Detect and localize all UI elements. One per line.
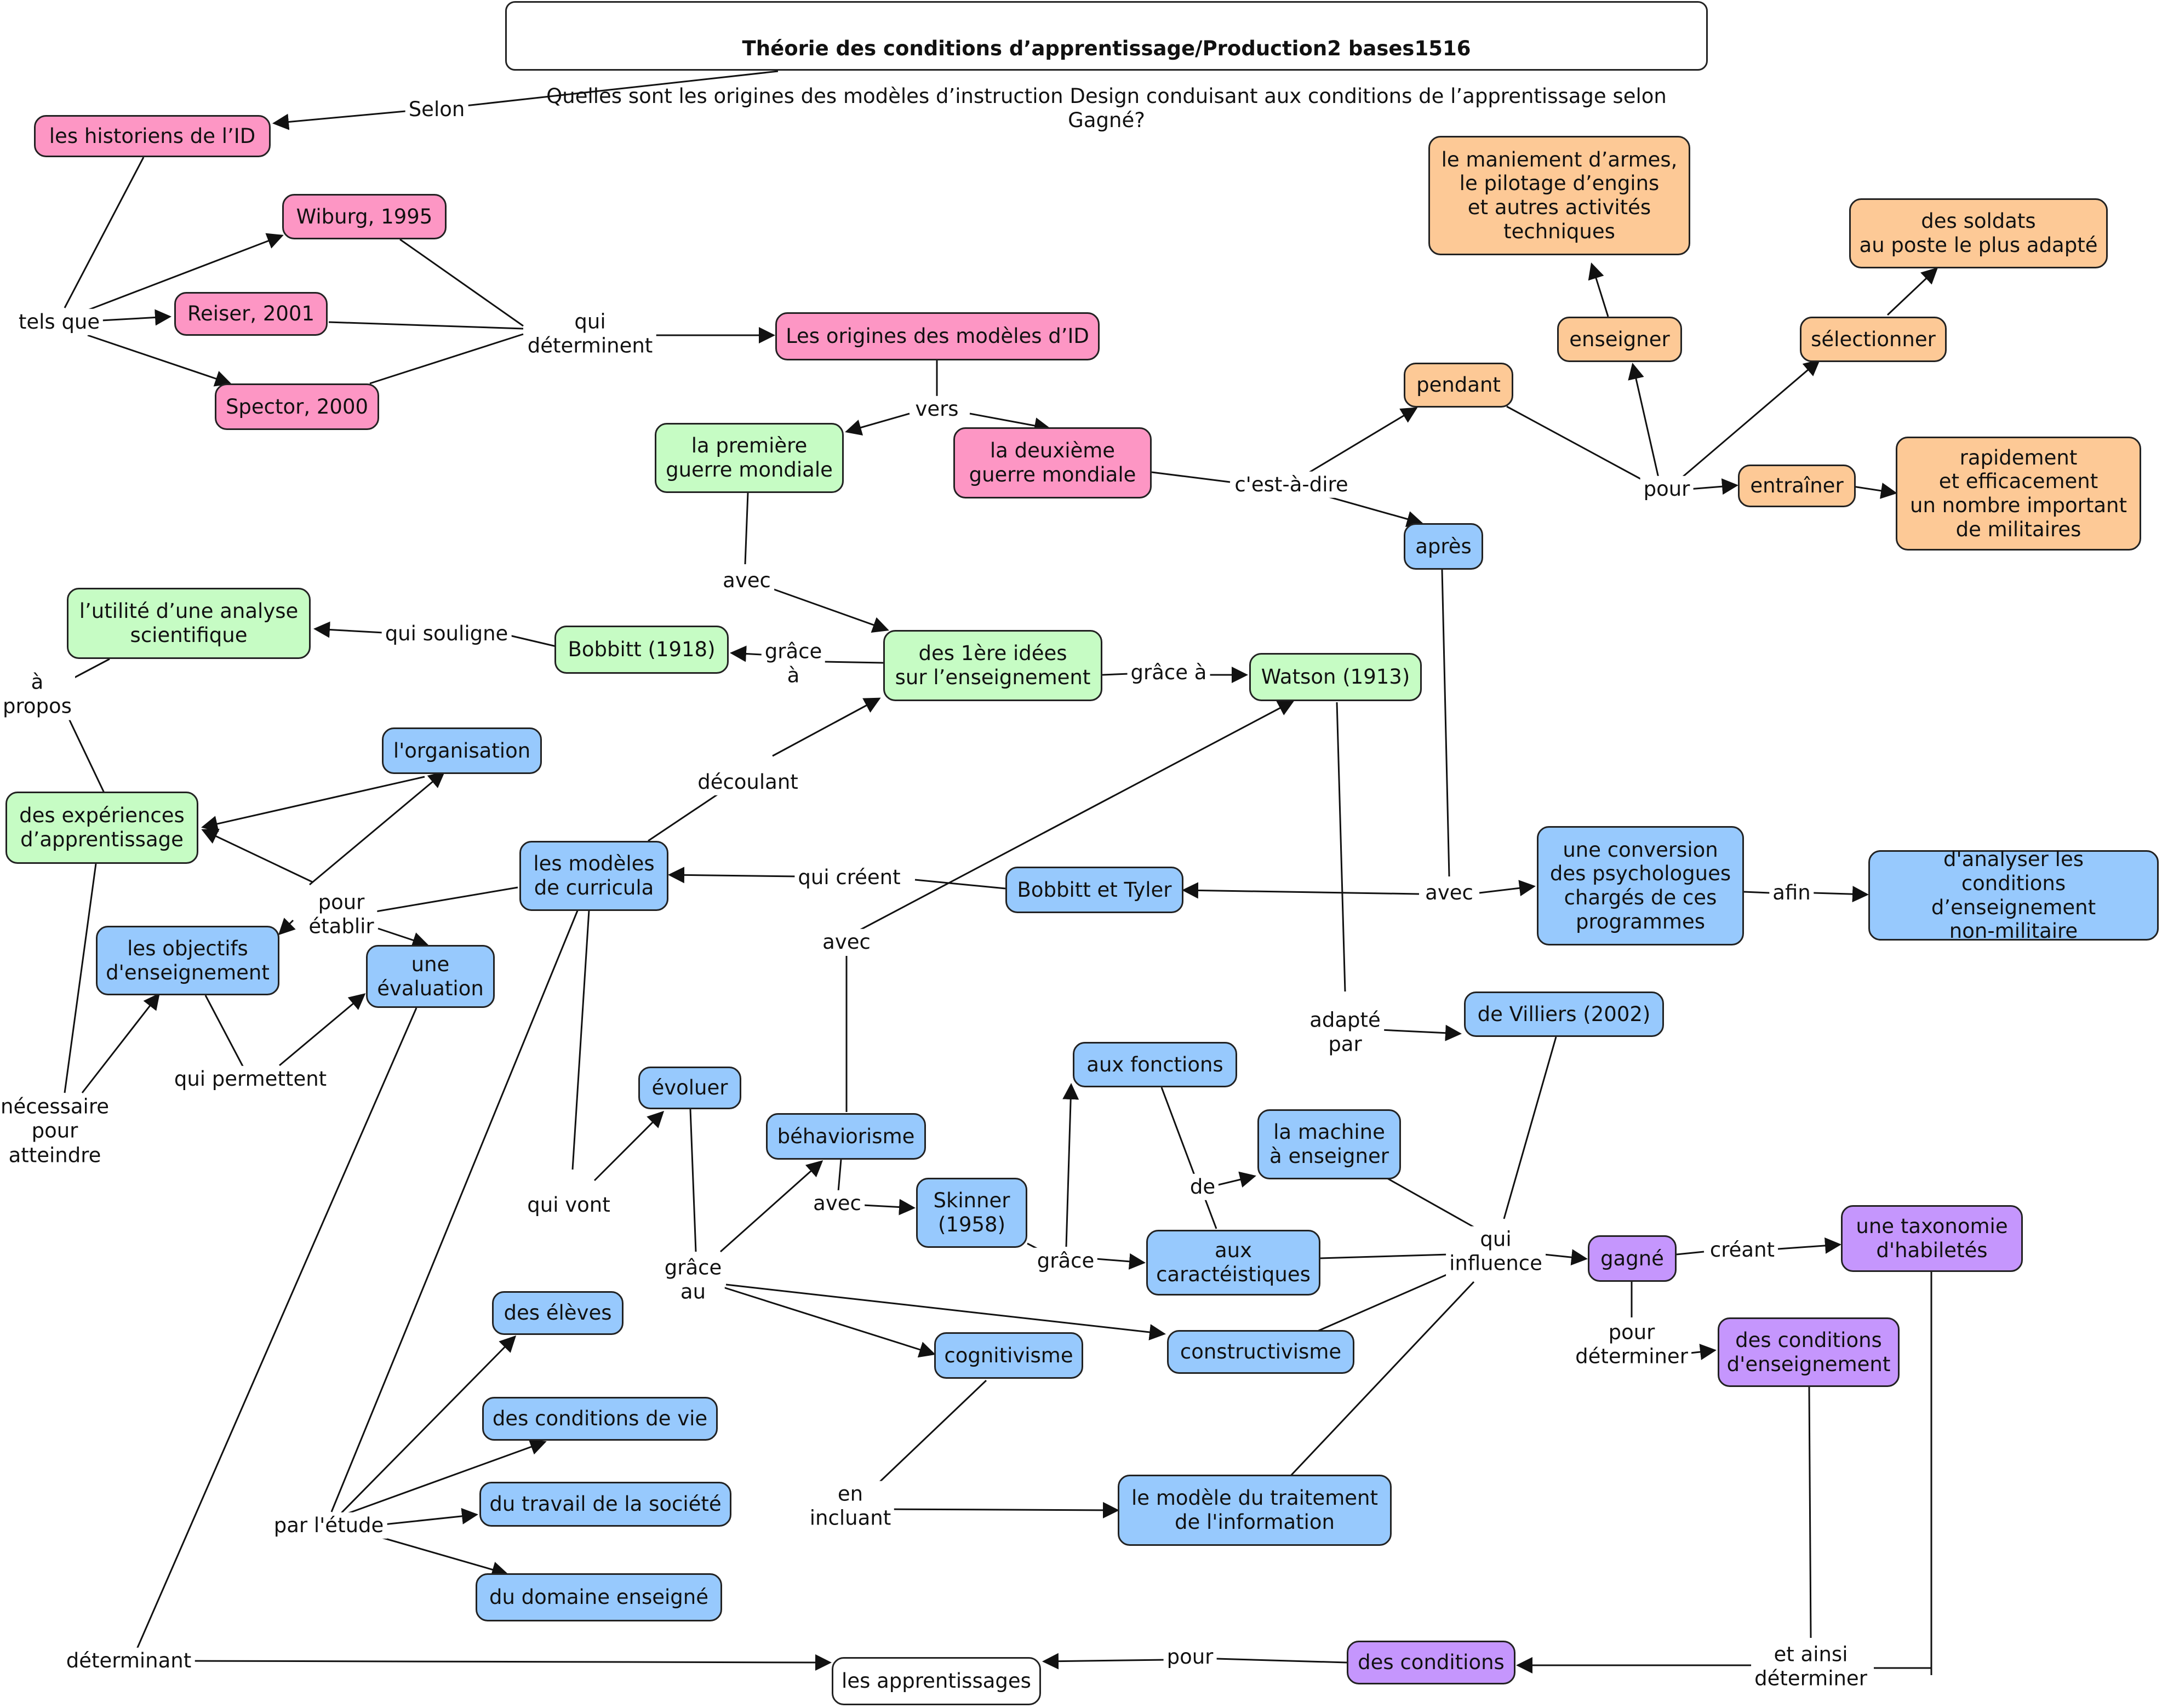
label-selon: Selon [405,96,468,123]
label-adapte-par: adapté par [1306,1007,1384,1058]
node-machine[interactable]: la machine à enseigner [1257,1109,1401,1179]
node-taxonomie[interactable]: une taxonomie d'habiletés [1841,1205,2023,1272]
title-question: Quelles sont les origines des modèles d’… [546,84,1667,132]
node-constructivisme[interactable]: constructivisme [1167,1330,1354,1374]
label-decoulant: découlant [694,769,802,796]
label-avec-behaviorisme: avec [819,928,874,956]
node-conversion[interactable]: une conversion des psychologues chargés … [1537,826,1744,945]
label-par-letude: par l'étude [270,1512,387,1539]
node-organisation[interactable]: l'organisation [382,727,542,774]
label-qui-permettent: qui permettent [170,1065,330,1093]
label-et-ainsi-determiner: et ainsi déterminer [1751,1641,1871,1693]
node-historiens[interactable]: les historiens de l’ID [34,115,271,157]
node-skinner[interactable]: Skinner (1958) [916,1178,1027,1248]
node-idees[interactable]: des 1ère idées sur l’enseignement [883,630,1102,701]
label-creant: créant [1706,1236,1778,1264]
node-conditions-vie[interactable]: des conditions de vie [482,1397,718,1441]
label-tels-que: tels que [15,308,104,336]
node-bobbitt-1918[interactable]: Bobbitt (1918) [554,626,729,674]
node-evaluation[interactable]: une évaluation [366,945,495,1008]
label-necessaire: nécessaire pour atteindre [0,1093,112,1169]
node-soldats[interactable]: des soldats au poste le plus adapté [1849,198,2108,268]
node-bobbitt-tyler[interactable]: Bobbitt et Tyler [1005,867,1183,913]
title-box: Théorie des conditions d’apprentissage/P… [505,1,1708,132]
node-conditions-enseignement[interactable]: des conditions d'enseignement [1718,1317,1900,1387]
node-conditions[interactable]: des conditions [1347,1641,1515,1684]
node-gagne[interactable]: gagné [1588,1235,1677,1282]
node-analyser[interactable]: d'analyser les conditions d’enseignement… [1868,847,2159,943]
node-fonctions[interactable]: aux fonctions [1073,1042,1237,1087]
label-pour-etablir: pour établir [305,889,378,941]
label-vers: vers [912,396,962,423]
node-apprentissages[interactable]: les apprentissages [832,1657,1041,1705]
label-determinant: déterminant [62,1647,195,1675]
label-qui-vont: qui vont [524,1191,614,1219]
label-avec-conversion: avec [1422,879,1477,907]
node-objectifs[interactable]: les objectifs d'enseignement [96,926,279,995]
node-travail[interactable]: du travail de la société [479,1482,731,1527]
node-eleves[interactable]: des élèves [492,1291,624,1335]
label-qui-influence: qui influence [1446,1226,1546,1277]
label-avec-green: avec [719,567,774,594]
label-pour-determiner: pour déterminer [1572,1319,1691,1371]
node-apres[interactable]: après [1404,523,1483,570]
label-grace-a-watson: grâce à [1127,659,1210,686]
node-reiser[interactable]: Reiser, 2001 [174,292,328,336]
label-en-incluant: en incluant [806,1481,895,1532]
node-maniement[interactable]: le maniement d’armes, le pilotage d’engi… [1428,136,1690,255]
label-de: de [1186,1173,1219,1201]
label-qui-determinent: qui déterminent [524,308,656,360]
node-watson[interactable]: Watson (1913) [1249,653,1422,701]
node-wiburg[interactable]: Wiburg, 1995 [282,194,447,239]
node-spector[interactable]: Spector, 2000 [215,383,379,430]
node-villiers[interactable]: de Villiers (2002) [1464,991,1664,1037]
label-cest-a-dire: c'est-à-dire [1231,471,1352,498]
label-a-propos: à propos [0,669,75,720]
node-cognitivisme[interactable]: cognitivisme [934,1332,1083,1379]
node-experiences[interactable]: des expériences d’apprentissage [5,792,198,864]
node-rapidement[interactable]: rapidement et efficacement un nombre imp… [1896,437,2141,551]
node-pendant[interactable]: pendant [1404,363,1513,408]
label-avec-skinner: avec [810,1190,865,1217]
node-entrainer[interactable]: entraîner [1738,465,1856,507]
node-evoluer[interactable]: évoluer [638,1067,741,1109]
node-enseigner[interactable]: enseigner [1557,317,1682,362]
node-caracteristiques[interactable]: aux caractéistiques [1146,1230,1320,1296]
title-main: Théorie des conditions d’apprentissage/P… [742,36,1471,60]
label-pour-top: pour [1640,475,1694,503]
label-qui-creent: qui créent [794,864,904,891]
label-grace-a-bobbitt: grâce à [761,638,826,690]
node-premiere-guerre[interactable]: la première guerre mondiale [655,423,844,493]
node-modeles-curricula[interactable]: les modèles de curricula [519,841,668,911]
node-domaine[interactable]: du domaine enseigné [476,1573,722,1621]
label-afin: afin [1769,879,1814,907]
node-deuxieme-guerre[interactable]: la deuxième guerre mondiale [953,427,1152,498]
label-pour-bottom: pour [1163,1643,1217,1671]
label-grace-skinner: grâce [1033,1247,1098,1275]
node-behaviorisme[interactable]: béhaviorisme [766,1113,926,1160]
label-qui-souligne: qui souligne [381,620,512,647]
node-utilite[interactable]: l’utilité d’une analyse scientifique [67,588,311,659]
node-origines[interactable]: Les origines des modèles d’ID [775,312,1100,360]
label-grace-au: grâce au [661,1254,725,1306]
node-traitement[interactable]: le modèle du traitement de l'information [1118,1475,1392,1546]
node-selectionner[interactable]: sélectionner [1800,317,1947,362]
